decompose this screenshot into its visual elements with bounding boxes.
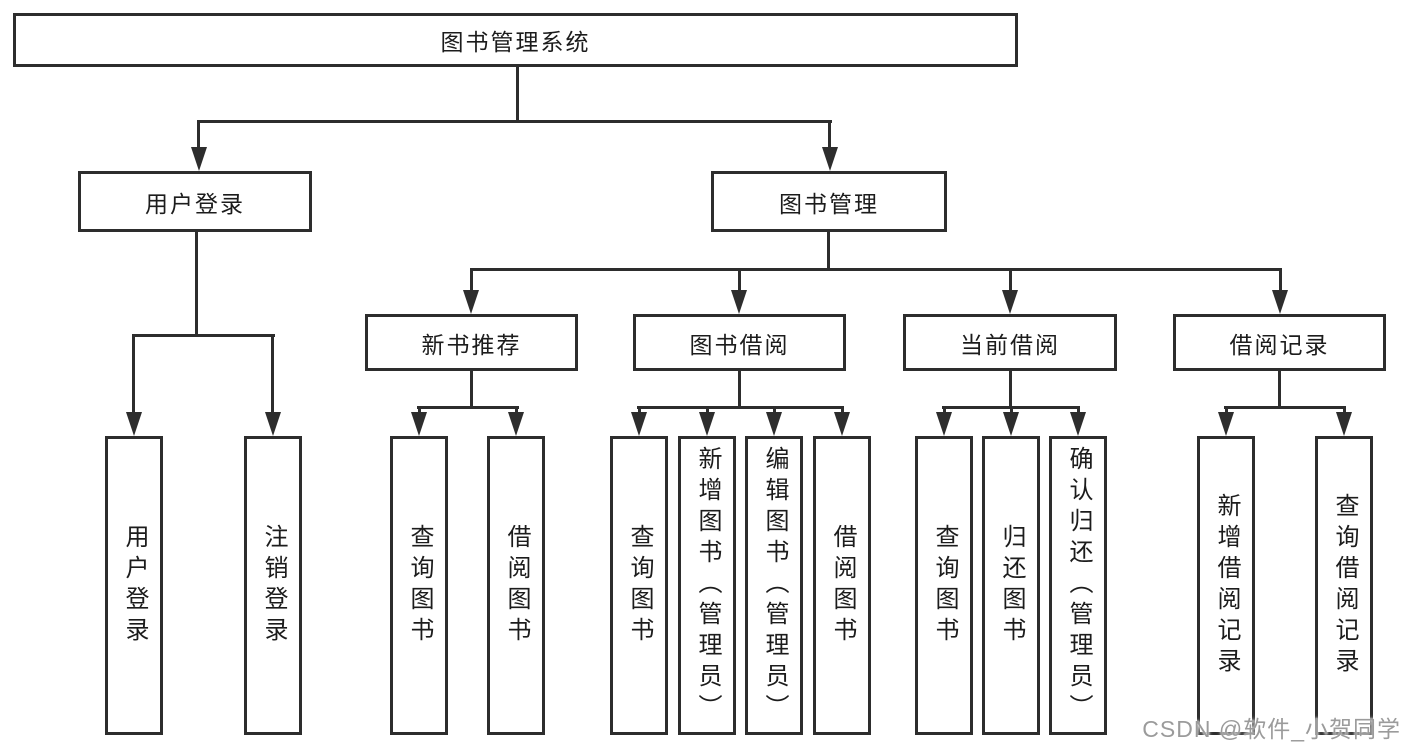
connector-vline	[1343, 406, 1346, 416]
arrow-down-icon	[1218, 412, 1234, 436]
connector-vline	[773, 406, 776, 416]
connector-vline	[418, 406, 421, 416]
watermark: CSDN @软件_小贺同学	[1142, 716, 1401, 742]
node-return-book-label: 归还图书	[998, 523, 1025, 648]
connector-vline	[195, 231, 198, 336]
node-edit-book-admin: 编辑图书（管理员）	[745, 436, 803, 735]
arrow-down-icon	[766, 412, 782, 436]
arrow-down-icon	[1070, 412, 1086, 436]
node-borrowing-records: 借阅记录	[1173, 314, 1386, 371]
node-query-books-borrowing-label: 查询图书	[626, 523, 653, 648]
arrow-down-icon	[834, 412, 850, 436]
node-add-book-admin: 新增图书（管理员）	[678, 436, 736, 735]
node-add-borrow-record: 新增借阅记录	[1197, 436, 1255, 735]
connector-vline	[516, 66, 519, 122]
connector-vline	[1009, 268, 1012, 292]
node-library-system-label: 图书管理系统	[440, 29, 591, 55]
connector-hline	[637, 406, 844, 409]
connector-vline	[827, 231, 830, 271]
arrow-down-icon	[411, 412, 427, 436]
node-book-management: 图书管理	[711, 171, 947, 232]
arrow-down-icon	[699, 412, 715, 436]
node-new-book-recommend: 新书推荐	[365, 314, 578, 371]
node-logout-action-label: 注销登录	[260, 523, 287, 648]
connector-vline	[1010, 406, 1013, 416]
connector-vline	[1279, 268, 1282, 292]
connector-vline	[1225, 406, 1228, 416]
node-book-borrowing: 图书借阅	[633, 314, 846, 371]
connector-vline	[1278, 370, 1281, 408]
node-query-books-borrowing: 查询图书	[610, 436, 668, 735]
node-add-borrow-record-label: 新增借阅记录	[1213, 492, 1240, 679]
connector-hline	[417, 406, 519, 409]
node-query-books-recommend: 查询图书	[390, 436, 448, 735]
connector-vline	[706, 406, 709, 416]
connector-vline	[828, 120, 831, 149]
node-current-borrowing-label: 当前借阅	[960, 331, 1060, 358]
node-query-books-current-label: 查询图书	[931, 523, 958, 648]
connector-vline	[841, 406, 844, 416]
node-query-books-current: 查询图书	[915, 436, 973, 735]
node-query-borrow-record: 查询借阅记录	[1315, 436, 1373, 735]
node-user-login-label: 用户登录	[145, 190, 245, 217]
node-user-login-action: 用户登录	[105, 436, 163, 735]
connector-vline	[515, 406, 518, 416]
connector-vline	[132, 334, 135, 414]
node-user-login-action-label: 用户登录	[121, 523, 148, 648]
connector-vline	[197, 120, 200, 149]
arrow-down-icon	[508, 412, 524, 436]
arrow-down-icon	[1336, 412, 1352, 436]
arrow-down-icon	[126, 412, 142, 436]
connector-hline	[197, 120, 832, 123]
node-query-borrow-record-label: 查询借阅记录	[1331, 492, 1358, 679]
arrow-down-icon	[1002, 290, 1018, 314]
node-add-book-admin-label: 新增图书（管理员）	[694, 446, 721, 725]
node-edit-book-admin-label: 编辑图书（管理员）	[761, 446, 788, 725]
connector-vline	[738, 370, 741, 408]
connector-vline	[1077, 406, 1080, 416]
arrow-down-icon	[936, 412, 952, 436]
node-library-system: 图书管理系统	[13, 13, 1018, 67]
connector-hline	[470, 268, 1282, 271]
arrow-down-icon	[631, 412, 647, 436]
connector-vline	[271, 334, 274, 414]
node-borrow-books-recommend: 借阅图书	[487, 436, 545, 735]
node-query-books-recommend-label: 查询图书	[406, 523, 433, 648]
node-confirm-return-admin-label: 确认归还（管理员）	[1065, 446, 1092, 725]
node-borrow-books-recommend-label: 借阅图书	[503, 523, 530, 648]
connector-vline	[638, 406, 641, 416]
arrow-down-icon	[463, 290, 479, 314]
arrow-down-icon	[265, 412, 281, 436]
node-current-borrowing: 当前借阅	[903, 314, 1117, 371]
connector-vline	[943, 406, 946, 416]
arrow-down-icon	[822, 147, 838, 171]
arrow-down-icon	[191, 147, 207, 171]
node-return-book: 归还图书	[982, 436, 1040, 735]
connector-vline	[470, 268, 473, 292]
node-borrow-books-borrowing-label: 借阅图书	[829, 523, 856, 648]
node-borrow-books-borrowing: 借阅图书	[813, 436, 871, 735]
connector-hline	[1224, 406, 1346, 409]
node-confirm-return-admin: 确认归还（管理员）	[1049, 436, 1107, 735]
node-user-login: 用户登录	[78, 171, 312, 232]
node-book-management-label: 图书管理	[779, 190, 879, 217]
connector-vline	[738, 268, 741, 292]
connector-vline	[1009, 370, 1012, 408]
connector-vline	[470, 370, 473, 408]
node-book-borrowing-label: 图书借阅	[689, 331, 790, 358]
node-new-book-recommend-label: 新书推荐	[421, 331, 522, 358]
arrow-down-icon	[731, 290, 747, 314]
connector-hline	[132, 334, 275, 337]
node-borrowing-records-label: 借阅记录	[1229, 331, 1330, 358]
node-logout-action: 注销登录	[244, 436, 302, 735]
arrow-down-icon	[1003, 412, 1019, 436]
arrow-down-icon	[1272, 290, 1288, 314]
